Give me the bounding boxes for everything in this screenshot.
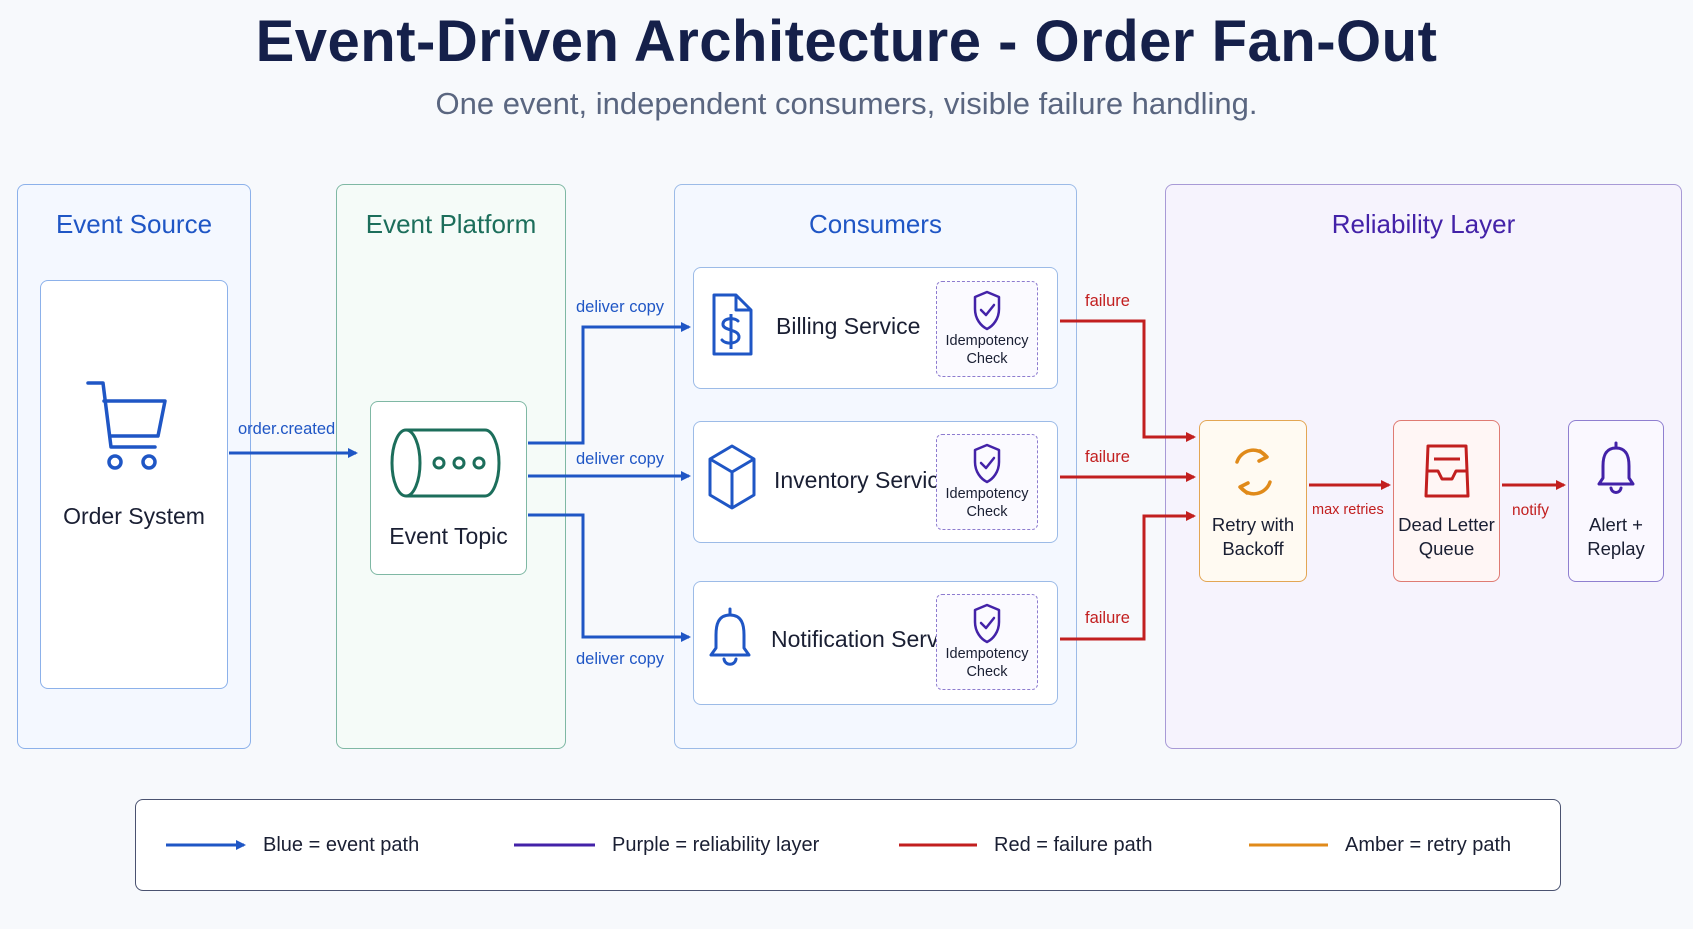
deliver-notification-arrow xyxy=(528,513,691,642)
shield-check-icon xyxy=(973,603,1001,644)
shield-check-icon xyxy=(973,290,1001,331)
alert-replay-label: Alert + Replay xyxy=(1587,514,1645,559)
billing-document-icon xyxy=(712,293,753,356)
notify-label: notify xyxy=(1512,502,1550,519)
idempotency-check-label: Idempotency Check xyxy=(945,646,1029,680)
event-platform-title: Event Platform xyxy=(365,209,537,239)
event-topic-icon xyxy=(390,428,501,498)
deliver-copy-label: deliver copy xyxy=(576,450,665,468)
event-topic-label: Event Topic xyxy=(389,523,508,549)
order-system-label: Order System xyxy=(63,503,205,529)
failure-label: failure xyxy=(1085,448,1130,466)
legend-swatches xyxy=(166,840,1328,850)
billing-service-label: Billing Service xyxy=(776,313,921,339)
deliver-billing-arrow xyxy=(528,322,691,445)
failure-label: failure xyxy=(1085,609,1130,627)
deliver-copy-label: deliver copy xyxy=(576,298,665,316)
legend: Blue = event path Purple = reliability l… xyxy=(135,799,1561,891)
dead-letter-inbox-icon xyxy=(1424,444,1470,498)
dead-letter-queue-label: Dead Letter Queue xyxy=(1398,514,1495,559)
reliability-layer-title: Reliability Layer xyxy=(1331,209,1516,239)
consumers-title: Consumers xyxy=(809,209,942,239)
event-source-title: Event Source xyxy=(55,209,213,239)
notification-service-label: Notification Service xyxy=(771,626,968,652)
legend-blue-label: Blue = event path xyxy=(263,834,420,856)
notification-bell-icon xyxy=(709,607,751,666)
deliver-copy-label: deliver copy xyxy=(576,650,665,668)
alert-bell-icon xyxy=(1597,441,1635,494)
shopping-cart-icon xyxy=(86,381,167,470)
legend-purple-label: Purple = reliability layer xyxy=(612,834,820,856)
retry-with-backoff-label: Retry with Backoff xyxy=(1211,514,1295,559)
failure-billing-arrow xyxy=(1060,319,1196,442)
inventory-service-label: Inventory Service xyxy=(774,467,952,493)
inventory-box-icon xyxy=(708,444,756,510)
diagram-title: Event-Driven Architecture - Order Fan-Ou… xyxy=(255,9,1438,74)
order-created-label: order.created xyxy=(238,420,336,438)
max-retries-label: max retries xyxy=(1312,502,1384,518)
idempotency-check-label: Idempotency Check xyxy=(945,333,1029,367)
failure-notification-arrow xyxy=(1060,511,1196,641)
retry-refresh-icon xyxy=(1235,448,1272,496)
legend-red-label: Red = failure path xyxy=(994,834,1153,856)
legend-amber-label: Amber = retry path xyxy=(1345,834,1512,856)
retry-with-backoff-node: Retry with Backoff xyxy=(1199,420,1307,582)
shield-check-icon xyxy=(973,443,1001,484)
order-system-node xyxy=(40,280,228,689)
diagram-subtitle: One event, independent consumers, visibl… xyxy=(435,86,1258,121)
failure-label: failure xyxy=(1085,292,1130,310)
idempotency-check-label: Idempotency Check xyxy=(945,486,1029,520)
